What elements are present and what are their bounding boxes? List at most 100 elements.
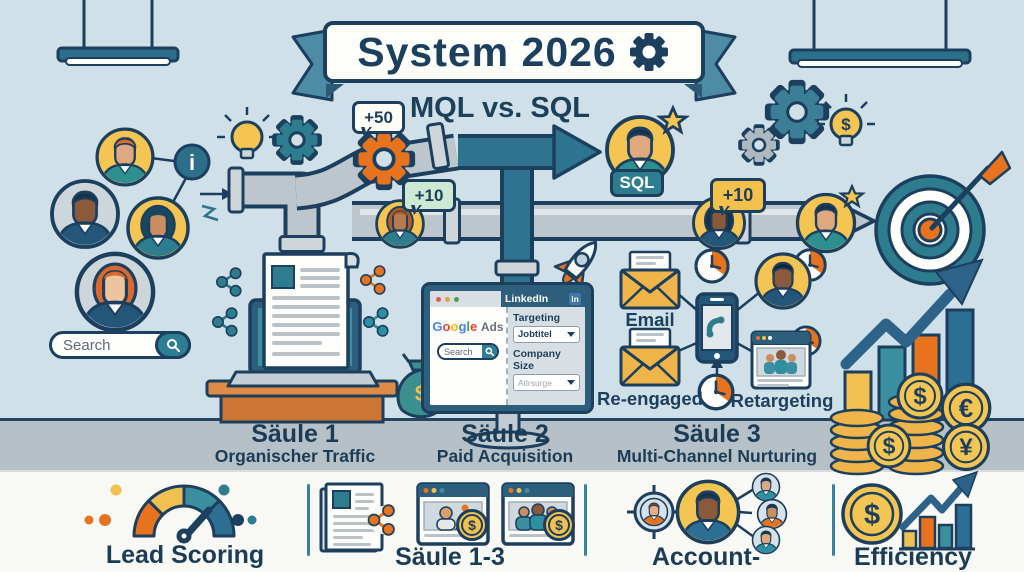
logo-letter: e	[470, 319, 478, 334]
efficiency-icon: $	[841, 470, 979, 551]
sql-label-badge: SQL	[610, 169, 664, 197]
google-search-input[interactable]: Search	[437, 343, 499, 360]
share-icon	[211, 306, 239, 338]
job-title-value: Jobtitel	[518, 329, 552, 340]
content-doc-icon	[319, 482, 397, 553]
svg-text:$: $	[913, 383, 927, 410]
search-icon	[167, 339, 180, 352]
footer-label-lead-scoring: Lead Scoring	[105, 541, 265, 569]
footer-label-account-based: Account-Based	[651, 543, 761, 571]
euro-coin: €	[940, 382, 992, 434]
email-envelope-icon	[619, 250, 681, 310]
window-minimize-dot	[445, 296, 450, 302]
search-placeholder: Search	[63, 336, 111, 354]
linkedin-targeting-panel: Targeting Jobtitel Company Size Atlrsurg…	[508, 307, 585, 405]
gear-icon	[738, 124, 780, 166]
google-search-button[interactable]	[482, 345, 497, 358]
logo-letter: G	[432, 319, 443, 334]
svg-text:$: $	[841, 115, 851, 134]
company-size-label: Company Size	[513, 348, 561, 372]
social-ad-window-icon: $	[501, 482, 575, 546]
footer-divider	[832, 484, 835, 556]
scoring-gear-icon	[352, 127, 416, 191]
dollar-lightbulb-icon: $	[817, 94, 875, 147]
search-input[interactable]: Search	[49, 331, 191, 359]
pillar-2-subtitle: Paid Acquisition	[436, 446, 574, 466]
target-icon	[874, 150, 1012, 286]
pillar-2: Säule 2 Paid Acquisition	[375, 421, 635, 466]
google-ads-logo: Google Ads	[430, 319, 506, 334]
reengaged-envelope-icon	[619, 327, 681, 387]
lightbulb-icon	[217, 107, 277, 160]
avatar	[77, 254, 153, 338]
pillar-1-subtitle: Organischer Traffic	[214, 446, 376, 466]
svg-text:$: $	[555, 517, 563, 533]
score-badge-plus10-green: +10	[402, 179, 456, 215]
pendant-lamp-left-icon	[56, 0, 180, 66]
coin-stacks: $ € $ ¥	[829, 372, 992, 476]
title-banner: System 2026	[323, 21, 705, 83]
yen-coin: ¥	[942, 423, 990, 471]
footer-divider	[307, 484, 310, 556]
info-icon: i	[173, 143, 211, 181]
avatar	[97, 129, 153, 190]
score-badge-label: +50	[364, 107, 393, 127]
pillar-2-title: Säule 2	[461, 420, 549, 448]
dollar-coin: $	[866, 423, 912, 469]
svg-text:$: $	[864, 499, 880, 531]
dollar-coin: $	[896, 372, 944, 420]
browser-chrome-bar	[430, 291, 501, 307]
chevron-down-icon	[567, 332, 575, 337]
search-icon	[485, 347, 494, 356]
avatar	[128, 198, 188, 264]
page-title: System 2026	[357, 28, 617, 75]
clock-icon	[694, 248, 730, 284]
gear-icon	[272, 115, 322, 165]
retargeting-label: Retargeting	[730, 390, 834, 411]
window-close-dot	[436, 296, 441, 302]
score-badge-plus50: +50	[352, 101, 405, 137]
svg-text:i: i	[189, 150, 195, 175]
avatar	[756, 254, 810, 313]
company-size-value: Atlrsurge	[518, 377, 553, 388]
linkedin-icon: in	[569, 293, 581, 305]
logo-letter: l	[466, 319, 471, 334]
logo-letter: o	[442, 319, 451, 334]
pendant-lamp-right-icon	[788, 0, 972, 68]
campaign-monitor: LinkedIn in Google Ads Search	[421, 282, 594, 414]
lead-scoring-gauge-icon	[84, 484, 257, 544]
linkedin-header: LinkedIn in	[501, 291, 585, 307]
footer-label-efficiency: Efficiency	[853, 543, 973, 571]
desk	[205, 379, 399, 424]
footer-label-saeule: Säule 1-3	[395, 543, 505, 571]
phone-icon	[695, 292, 739, 364]
logo-letter: o	[450, 319, 459, 334]
email-label: Email	[625, 309, 675, 330]
connector-zigzag	[201, 204, 219, 222]
retargeting-window-icon	[750, 330, 812, 390]
linkedin-title: LinkedIn	[505, 293, 549, 305]
avatar	[52, 181, 118, 254]
svg-text:$: $	[468, 517, 476, 533]
pillar-3: Säule 3 Multi-Channel Nurturing	[575, 421, 859, 466]
ribbon-banner-tails	[291, 28, 737, 102]
google-ads-panel: Google Ads Search	[430, 307, 508, 405]
svg-text:€: €	[959, 393, 973, 423]
pillar-1-title: Säule 1	[251, 420, 339, 448]
share-icon	[362, 306, 390, 338]
blog-document	[262, 252, 360, 370]
score-badge-label: +10	[722, 185, 754, 205]
account-based-icon	[627, 474, 786, 557]
pillar-3-subtitle: Multi-Channel Nurturing	[616, 446, 818, 466]
mql-vs-sql-heading: MQL vs. SQL	[410, 92, 590, 124]
google-search-placeholder: Search	[444, 346, 473, 357]
job-title-dropdown[interactable]: Jobtitel	[513, 326, 580, 343]
share-icon	[359, 264, 387, 296]
search-button[interactable]	[155, 331, 191, 359]
window-maximize-dot	[454, 296, 459, 302]
company-size-dropdown[interactable]: Atlrsurge	[513, 374, 580, 391]
lead-network-connectors	[150, 156, 222, 205]
share-icon	[215, 266, 243, 298]
svg-text:¥: ¥	[959, 434, 973, 461]
targeting-label: Targeting	[513, 312, 561, 324]
